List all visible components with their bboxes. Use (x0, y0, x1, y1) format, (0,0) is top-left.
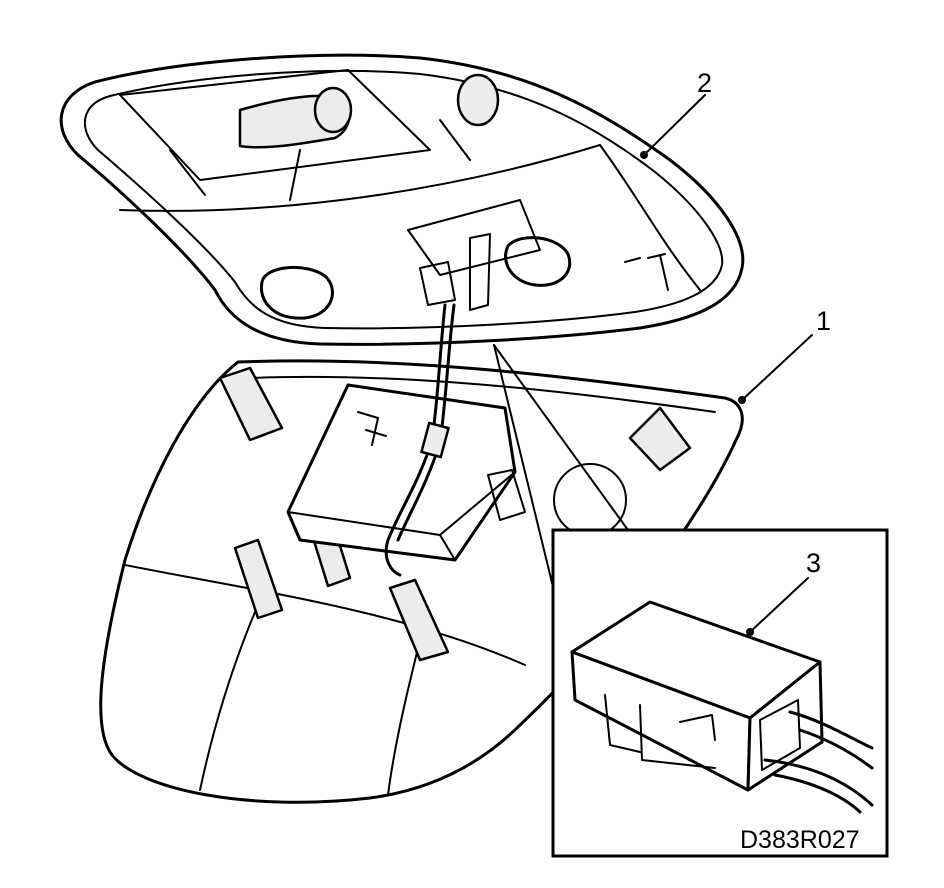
leader-dot-1 (738, 396, 746, 404)
leader-line-1 (741, 334, 813, 401)
callout-1: 1 (738, 306, 831, 404)
callout-label-2: 2 (697, 68, 712, 98)
leader-line-2 (643, 94, 706, 156)
detail-line-left (493, 344, 556, 596)
figure-code: D383R027 (740, 826, 860, 854)
lamp-housing (99, 359, 744, 804)
wiring-harness (384, 303, 456, 577)
leader-dot-2 (640, 151, 648, 159)
detail-leader (493, 344, 629, 596)
leader-dot-3 (746, 628, 754, 636)
leader-line-3 (749, 577, 809, 633)
callout-label-1: 1 (816, 306, 831, 336)
callout-label-3: 3 (806, 548, 821, 578)
callout-2: 2 (640, 68, 712, 159)
lamp-unit (59, 53, 745, 346)
detail-inset: 3 D383R027 (551, 528, 889, 858)
connector (570, 600, 874, 814)
detail-line-right (493, 344, 629, 531)
